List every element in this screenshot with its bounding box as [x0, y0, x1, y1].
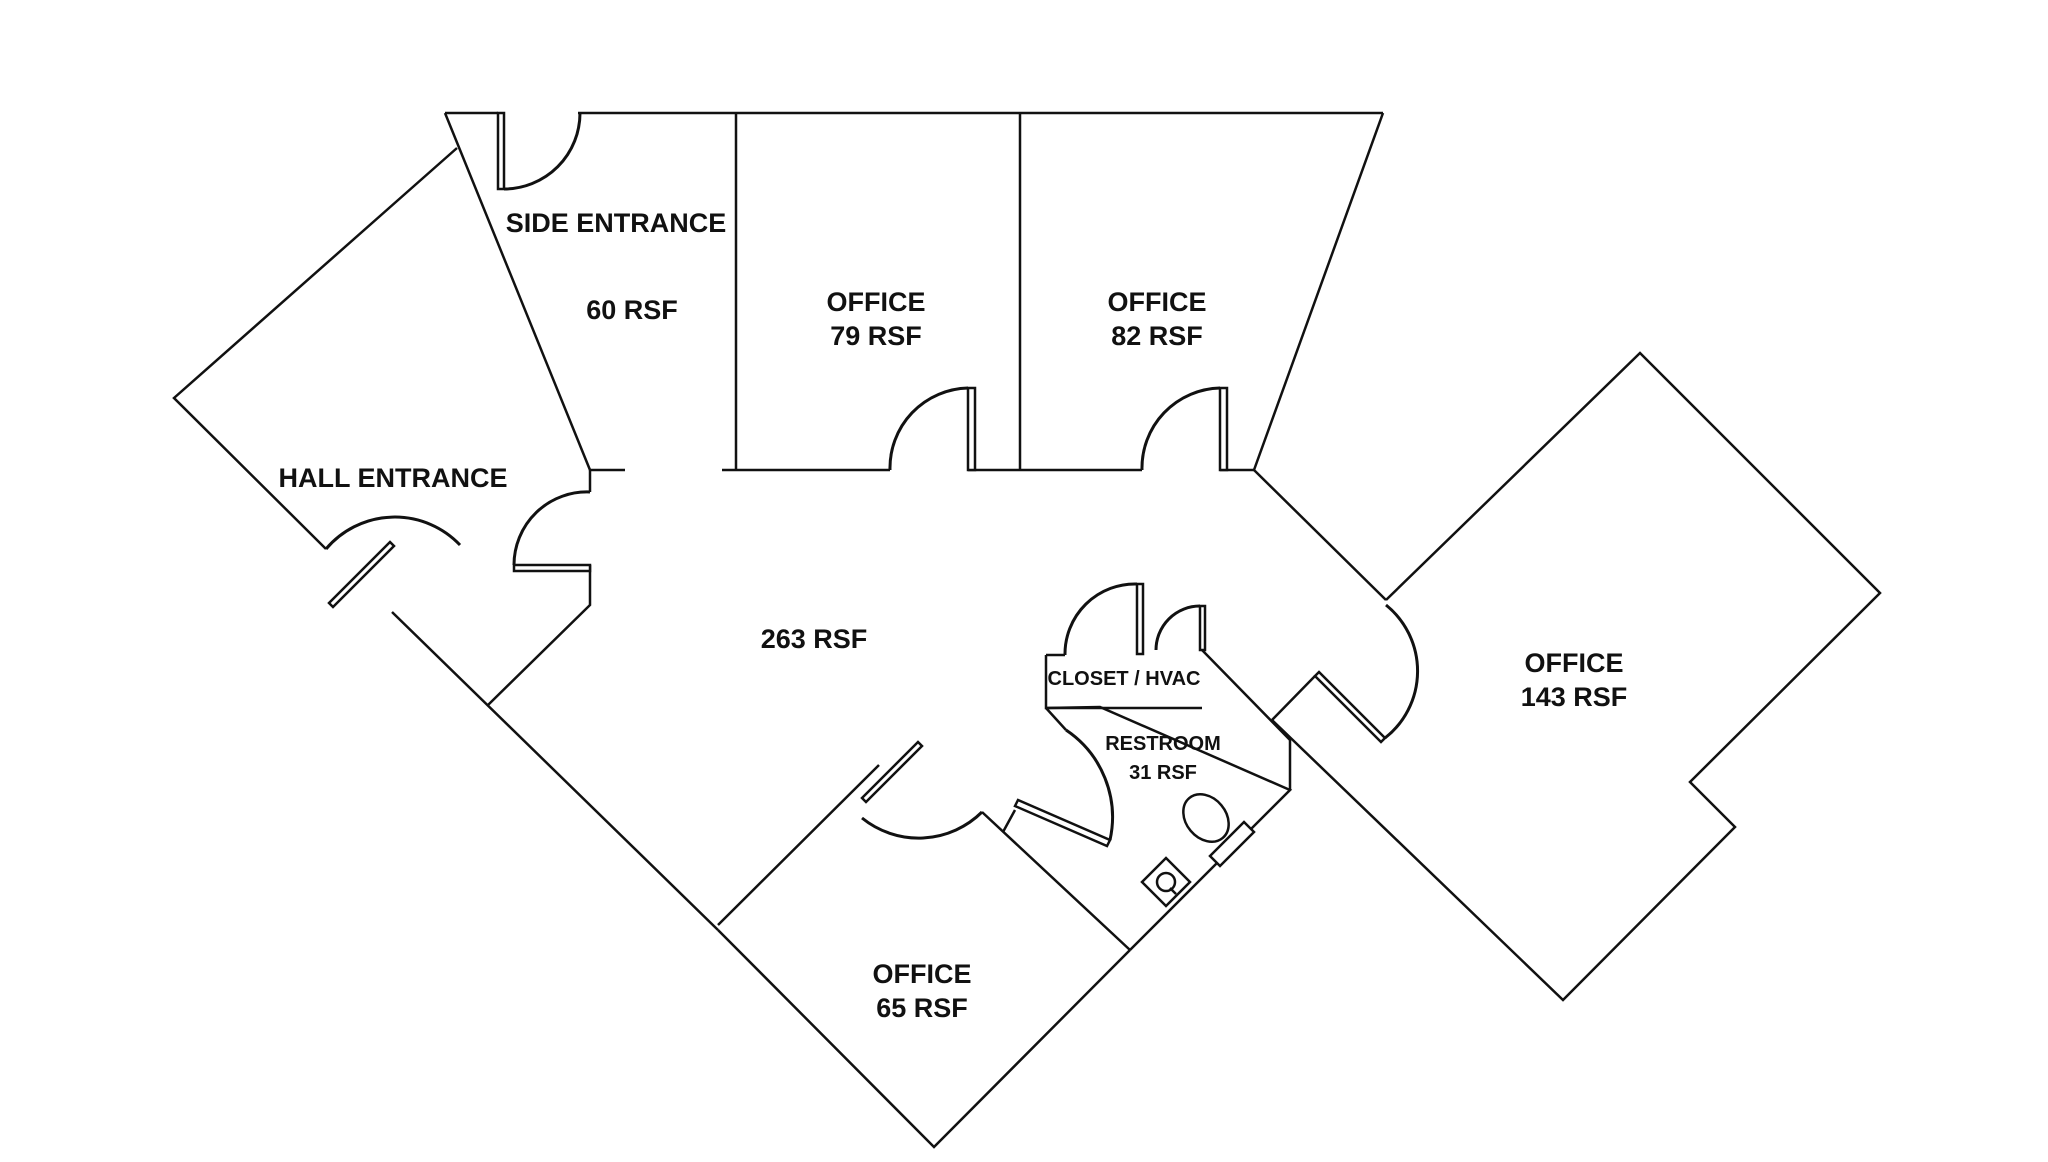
wall-closet-diag	[1201, 649, 1292, 790]
door-leaf	[966, 386, 977, 472]
walls	[172, 111, 1882, 1149]
side-entrance-name: SIDE ENTRANCE	[506, 208, 727, 238]
office-143-name: OFFICE	[1525, 648, 1624, 678]
wall-hall-south-east	[486, 565, 592, 707]
door-leaf	[1218, 386, 1229, 472]
office-79-area: 79 RSF	[830, 321, 922, 351]
door-office-65[interactable]	[860, 740, 984, 840]
sink-icon	[1140, 856, 1192, 908]
door-office-82[interactable]	[1140, 386, 1229, 472]
wall-side-entrance-west	[443, 112, 592, 471]
toilet-bowl	[1182, 793, 1230, 843]
door-swing-arc	[1140, 386, 1221, 471]
wall-main-east	[1253, 469, 1387, 601]
wall-office143	[1271, 351, 1882, 1002]
office-65-name: OFFICE	[873, 959, 972, 989]
door-leaf	[327, 540, 396, 609]
door-leaf	[496, 111, 506, 191]
restroom-name: RESTROOM	[1105, 733, 1221, 755]
door-swing-arc	[888, 386, 969, 471]
main-area: 263 RSF	[761, 624, 868, 654]
door-closet-left[interactable]	[1063, 582, 1145, 656]
toilet-tank	[1208, 820, 1256, 868]
door-leaf	[512, 563, 592, 573]
closet-name: CLOSET / HVAC	[1048, 668, 1201, 690]
restroom-area: 31 RSF	[1129, 762, 1197, 784]
office-65-area: 65 RSF	[876, 993, 968, 1023]
door-hall-entrance[interactable]	[324, 515, 462, 609]
wall-office65	[717, 929, 1131, 1149]
wall-restroom-west	[1045, 707, 1067, 731]
wall-office65-north	[717, 764, 1131, 951]
hall-entrance-name: HALL ENTRANCE	[279, 463, 508, 493]
room-labels: SIDE ENTRANCE 60 RSF OFFICE 79 RSF OFFIC…	[279, 208, 1628, 1023]
toilet-icon	[1182, 793, 1256, 868]
door-swing-arc	[1065, 728, 1114, 841]
door-leaf	[1313, 670, 1387, 744]
wall-hall-diagonal	[391, 611, 719, 931]
doors	[324, 111, 1420, 848]
door-swing-arc	[861, 810, 984, 840]
side-entrance-area: 60 RSF	[586, 295, 678, 325]
door-office-79[interactable]	[888, 386, 977, 472]
door-leaf	[1135, 582, 1145, 656]
door-leaf	[1013, 798, 1112, 848]
door-leaf	[860, 740, 924, 804]
door-swing-arc	[512, 490, 591, 566]
door-swing-arc	[1384, 603, 1420, 740]
restroom-fixtures	[1140, 793, 1256, 908]
door-side-entrance[interactable]	[496, 111, 582, 191]
door-swing-arc	[503, 112, 582, 191]
wall-hall-north	[172, 147, 458, 550]
sink-tap	[1169, 887, 1177, 895]
door-leaf	[1198, 604, 1207, 652]
office-82-area: 82 RSF	[1111, 321, 1203, 351]
wall-office65-closet	[1001, 809, 1017, 833]
door-office-143[interactable]	[1313, 603, 1420, 744]
wall-top-east	[1252, 112, 1385, 471]
office-143-area: 143 RSF	[1521, 682, 1628, 712]
door-swing-arc	[1063, 582, 1138, 656]
office-79-name: OFFICE	[827, 287, 926, 317]
office-82-name: OFFICE	[1108, 287, 1207, 317]
door-closet-right[interactable]	[1154, 604, 1207, 652]
door-swing-arc	[324, 515, 462, 550]
door-swing-arc	[1154, 604, 1201, 651]
wall-main-southeast	[1271, 675, 1316, 721]
door-restroom[interactable]	[1013, 728, 1114, 848]
sink-drain	[1155, 871, 1177, 893]
door-hall-main[interactable]	[512, 490, 592, 573]
